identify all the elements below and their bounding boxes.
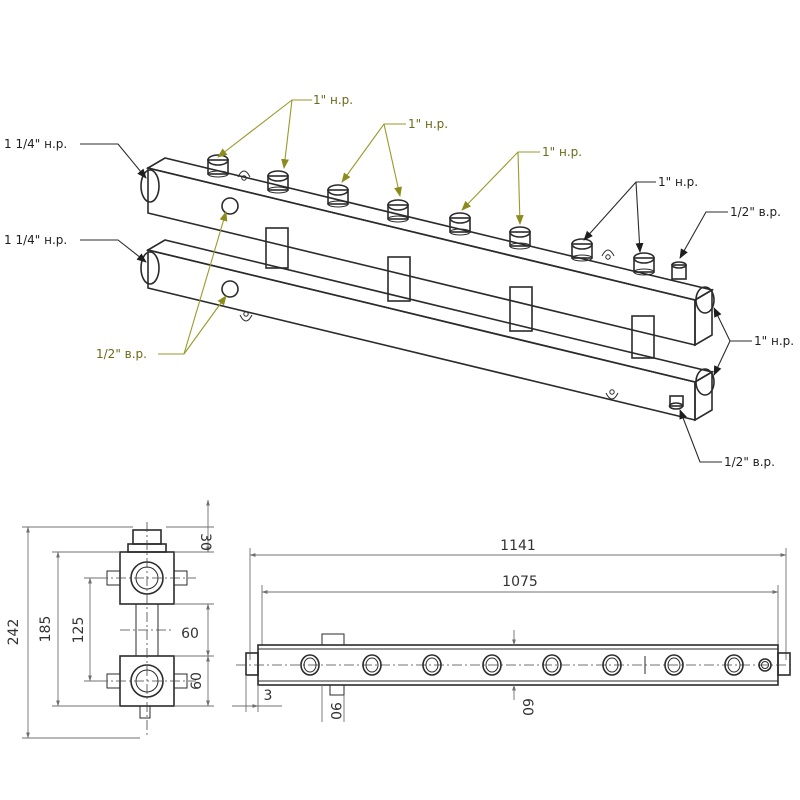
outlet-nipple — [571, 238, 593, 262]
callout-right-end-ports: 1" н.р. — [754, 334, 794, 348]
dim-overall-length: 1141 — [500, 538, 536, 554]
dim-right-upper: 60 — [181, 626, 199, 642]
outlet-nipple — [387, 199, 409, 223]
top-bar — [145, 157, 715, 347]
callout-left-side-ports: 1/2" в.р. — [96, 347, 147, 361]
left-end-caps — [140, 169, 160, 285]
dim-inner-length: 1075 — [502, 574, 538, 590]
callout-right-bottom-port: 1/2" в.р. — [724, 455, 775, 469]
dim-right-lower: 60 — [189, 672, 205, 690]
isometric-view: 1 1/4" н.р. 1 1/4" н.р. 1" н.р. 1" н.р. … — [4, 93, 794, 469]
dim-stub-offset: 90 — [327, 702, 343, 720]
outlet-nipple — [509, 226, 531, 250]
callout-inlet-bottom: 1 1/4" н.р. — [4, 233, 67, 247]
dim-centers-height: 185 — [38, 616, 54, 643]
connector-tubes — [265, 227, 655, 359]
front-port — [362, 654, 382, 676]
outlet-nipple — [327, 184, 349, 208]
mounting-lugs — [237, 170, 619, 400]
front-port — [664, 654, 684, 676]
front-ports — [300, 654, 772, 676]
callout-inlet-top: 1 1/4" н.р. — [4, 137, 67, 151]
front-view: 1141 1075 3 90 60 — [232, 538, 794, 722]
outlet-nipple — [449, 212, 471, 236]
callout-outlets-3: 1" н.р. — [542, 145, 582, 159]
leader-lines — [80, 99, 752, 463]
right-end-ports — [695, 286, 715, 396]
dim-overall-height: 242 — [6, 619, 22, 646]
outlet-nipple — [207, 154, 229, 178]
dim-top-nipple: 30 — [197, 533, 213, 551]
dim-bar-depth: 60 — [519, 698, 535, 716]
front-port — [482, 654, 502, 676]
dim-left-offset: 3 — [264, 688, 273, 704]
outlet-nipple — [633, 252, 655, 276]
side-view: 242 185 125 30 60 60 — [6, 499, 214, 739]
callout-outlets-4: 1" н.р. — [658, 175, 698, 189]
callout-labels: 1 1/4" н.р. 1 1/4" н.р. 1" н.р. 1" н.р. … — [4, 93, 794, 469]
callout-outlets-1: 1" н.р. — [313, 93, 353, 107]
left-side-ports — [221, 197, 239, 298]
front-port — [724, 654, 744, 676]
front-port — [602, 654, 622, 676]
outlet-nipple — [267, 170, 289, 194]
top-outlet-nipples — [207, 154, 655, 276]
front-port — [300, 654, 320, 676]
bottom-bar — [145, 239, 715, 422]
callout-right-top-port: 1/2" в.р. — [730, 205, 781, 219]
dim-inner-height: 125 — [71, 617, 87, 644]
right-small-ports — [668, 261, 687, 410]
front-small-port — [758, 658, 772, 672]
front-port — [422, 654, 442, 676]
callout-outlets-2: 1" н.р. — [408, 117, 448, 131]
front-port — [542, 654, 562, 676]
